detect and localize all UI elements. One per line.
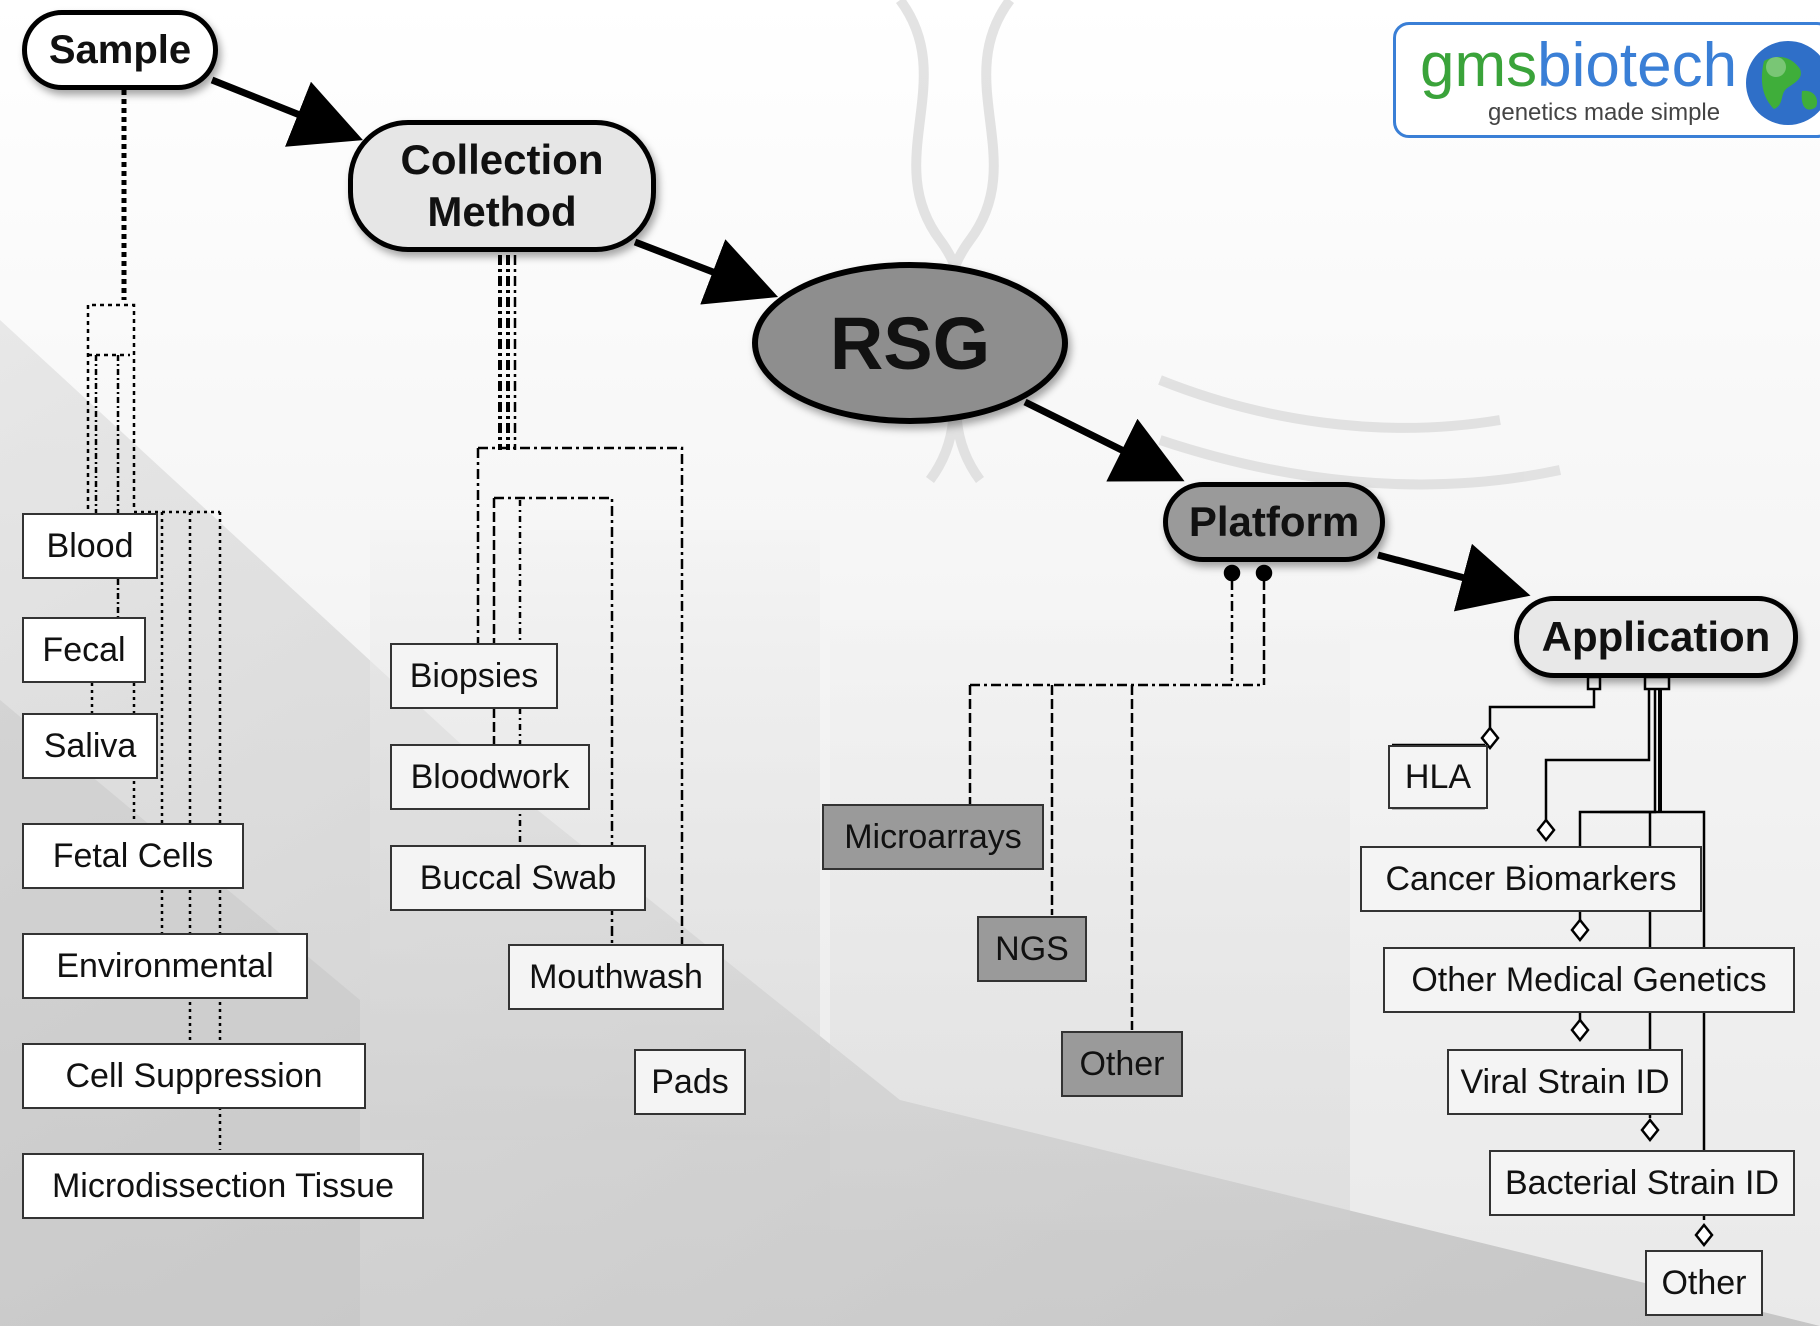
collection-method-line2: Method	[427, 188, 577, 235]
collection-method-node: Collection Method	[348, 120, 656, 252]
arrow-platform-to-application	[1377, 543, 1531, 612]
application-hla-box: HLA	[1388, 745, 1488, 809]
platform-microarrays-box: Microarrays	[822, 804, 1044, 870]
globe-icon	[1746, 41, 1820, 125]
sample-microdissection-tissue-box: Microdissection Tissue	[22, 1153, 424, 1219]
application-node: Application	[1514, 596, 1798, 678]
collection-pads-box: Pads	[634, 1049, 746, 1115]
application-bacterial-strain-id-box: Bacterial Strain ID	[1489, 1150, 1795, 1216]
application-viral-strain-id-box: Viral Strain ID	[1447, 1049, 1683, 1115]
application-other-medical-genetics-box: Other Medical Genetics	[1383, 947, 1795, 1013]
arrow-collection-to-rsg	[633, 238, 779, 305]
sample-cell-suppression-box: Cell Suppression	[22, 1043, 366, 1109]
gmsbiotech-logo: gmsbiotech genetics made simple	[1393, 22, 1820, 138]
logo-word-gms: gms	[1420, 31, 1538, 100]
collection-mouthwash-box: Mouthwash	[508, 944, 724, 1010]
collection-biopsies-box: Biopsies	[390, 643, 558, 709]
collection-buccal-swab-box: Buccal Swab	[390, 845, 646, 911]
rsg-node: RSG	[752, 262, 1068, 424]
collection-method-line1: Collection	[400, 135, 604, 183]
sample-blood-box: Blood	[22, 513, 158, 579]
logo-tagline: genetics made simple	[1488, 99, 1721, 126]
application-cancer-biomarkers-box: Cancer Biomarkers	[1360, 846, 1702, 912]
sample-fecal-box: Fecal	[22, 617, 146, 683]
sample-environmental-box: Environmental	[22, 933, 308, 999]
collection-bloodwork-box: Bloodwork	[390, 744, 590, 810]
collection-tree-lines	[476, 255, 684, 945]
platform-other-box: Other	[1061, 1031, 1183, 1097]
logo-wordmark: gmsbiotech	[1420, 35, 1737, 97]
platform-node: Platform	[1163, 482, 1385, 562]
sample-fetal-cells-box: Fetal Cells	[22, 823, 244, 889]
sample-saliva-box: Saliva	[22, 713, 158, 779]
platform-ngs-box: NGS	[977, 916, 1087, 982]
sample-node: Sample	[22, 10, 218, 90]
logo-word-biotech: biotech	[1537, 31, 1738, 100]
application-other-box: Other	[1645, 1250, 1763, 1316]
arrow-rsg-to-platform	[1023, 398, 1185, 482]
platform-tree-lines	[968, 564, 1273, 1030]
arrow-sample-to-collection	[210, 76, 364, 147]
